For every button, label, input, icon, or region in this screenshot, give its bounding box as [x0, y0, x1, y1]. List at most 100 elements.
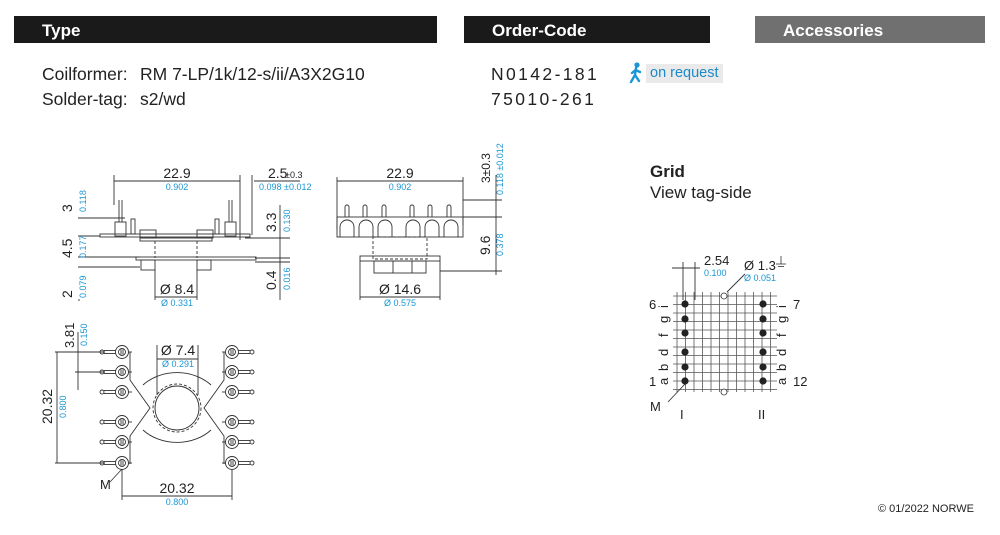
side-offset-tol: ±0.3	[285, 170, 302, 180]
type-header: Type	[14, 16, 437, 43]
grid-letter-left: a	[656, 377, 671, 385]
grid-pin-dot	[759, 329, 767, 337]
grid-pin-dot	[759, 348, 767, 356]
grid-letter-right: a	[774, 377, 789, 385]
top-span-mm: 20.32	[159, 480, 194, 496]
top-view-drawing	[55, 332, 233, 500]
grid-pin-dot	[681, 329, 689, 337]
grid-pin-dot	[681, 348, 689, 356]
grid-pin-7: 7	[793, 297, 800, 312]
grid-pin-12: 12	[793, 374, 807, 389]
grid-pin-dot	[681, 315, 689, 323]
accessories-tab[interactable]: Accessories	[755, 16, 985, 43]
coilformer-order-code: N0142-181	[491, 64, 600, 84]
solder-pin	[222, 365, 255, 379]
grid-pin-dot	[681, 363, 689, 371]
soldertag-order-code: 75010-261	[491, 89, 597, 109]
grid-pin-1: 1	[649, 374, 656, 389]
solder-pin	[222, 415, 255, 429]
grid-pin-dot	[759, 377, 767, 385]
front-height-mm: 9.6	[477, 235, 493, 255]
front-height-in: 0.378	[495, 233, 505, 256]
grid-subtitle: View tag-side	[650, 183, 752, 202]
top-pitch-mm: 3.81	[62, 323, 77, 348]
side-flange-mm: 3.3	[263, 212, 279, 232]
side-core-dia-in: Ø 0.331	[161, 298, 193, 308]
grid-pin-6: 6	[649, 297, 656, 312]
running-person-icon	[629, 62, 642, 84]
side-pin-in: 0.118	[78, 190, 88, 212]
side-body-mm: 4.5	[59, 238, 75, 258]
side-base-in: 0.079	[78, 275, 88, 298]
grid-pin-dot	[759, 300, 767, 308]
solder-pin	[99, 435, 132, 449]
side-flange-in: 0.130	[282, 209, 292, 232]
on-request-label: on request	[646, 63, 723, 83]
solder-pin	[222, 456, 255, 470]
grid-row-I: I	[680, 407, 684, 422]
grid-letter-left: i	[656, 305, 671, 308]
order-code-header-label: Order-Code	[492, 21, 587, 40]
order-code-header: Order-Code	[464, 16, 710, 43]
side-offset-mm: 2.5	[268, 165, 288, 181]
top-marker: M	[100, 477, 111, 492]
solder-pin	[99, 345, 132, 359]
grid-hole-open	[720, 292, 728, 300]
side-view-drawing	[78, 175, 300, 301]
grid-hole-in: Ø 0.051	[744, 273, 776, 283]
on-request-badge[interactable]: on request	[627, 62, 723, 84]
grid-letter-left: g	[656, 316, 671, 323]
front-pin-in: 0.118 ±0.012	[495, 143, 505, 195]
side-pin-mm: 3	[59, 204, 75, 212]
grid-letter-right: f	[774, 333, 789, 337]
grid-pin-dot	[681, 300, 689, 308]
grid-pin-dot	[681, 377, 689, 385]
solder-pin	[99, 385, 132, 399]
ground-symbol	[776, 256, 786, 267]
grid-letter-right: b	[774, 364, 789, 371]
side-offset-in: 0.098 ±0.012	[259, 182, 311, 192]
solder-pin	[99, 456, 132, 470]
coilformer-label: Coilformer:	[42, 64, 128, 84]
side-core-dia-mm: Ø 8.4	[160, 281, 194, 297]
top-row-mm: 20.32	[39, 389, 55, 424]
side-plate-mm: 0.4	[263, 270, 279, 290]
solder-pin	[99, 415, 132, 429]
solder-pin	[222, 435, 255, 449]
grid-marker: M	[650, 399, 661, 414]
side-plate-in: 0.016	[282, 267, 292, 290]
top-span-in: 0.800	[166, 497, 189, 507]
side-width-mm: 22.9	[163, 165, 190, 181]
front-width-mm: 22.9	[386, 165, 413, 181]
top-hole-dia-in: Ø 0.291	[162, 359, 194, 369]
front-base-dia-in: Ø 0.575	[384, 298, 416, 308]
grid-pitch-mm: 2.54	[704, 253, 729, 268]
grid-pitch-in: 0.100	[704, 268, 727, 278]
grid-letter-left: f	[656, 333, 671, 337]
grid-letter-right: g	[774, 316, 789, 323]
grid-pin-dot	[759, 363, 767, 371]
side-body-in: 0.177	[78, 235, 88, 258]
grid-letter-left: d	[656, 349, 671, 356]
top-row-in: 0.800	[58, 395, 68, 418]
grid-letter-left: b	[656, 364, 671, 371]
grid-letter-right: d	[774, 349, 789, 356]
solder-pin	[99, 365, 132, 379]
soldertag-label: Solder-tag:	[42, 89, 128, 109]
grid-letter-right: i	[774, 305, 789, 308]
copyright: © 01/2022 NORWE	[878, 503, 974, 515]
grid-title: Grid	[650, 162, 685, 181]
front-pin-mm: 3±0.3	[479, 153, 493, 183]
solder-pin	[222, 345, 255, 359]
grid-hole-open	[720, 388, 728, 396]
grid-row-II: II	[758, 407, 765, 422]
solder-pin	[222, 385, 255, 399]
grid-pin-dot	[759, 315, 767, 323]
accessories-tab-label: Accessories	[783, 21, 884, 40]
front-width-in: 0.902	[389, 182, 412, 192]
front-view-drawing	[336, 175, 502, 300]
coilformer-value: RM 7-LP/1k/12-s/ii/A3X2G10	[140, 64, 365, 84]
top-pitch-in: 0.150	[79, 323, 89, 346]
side-width-in: 0.902	[166, 182, 189, 192]
